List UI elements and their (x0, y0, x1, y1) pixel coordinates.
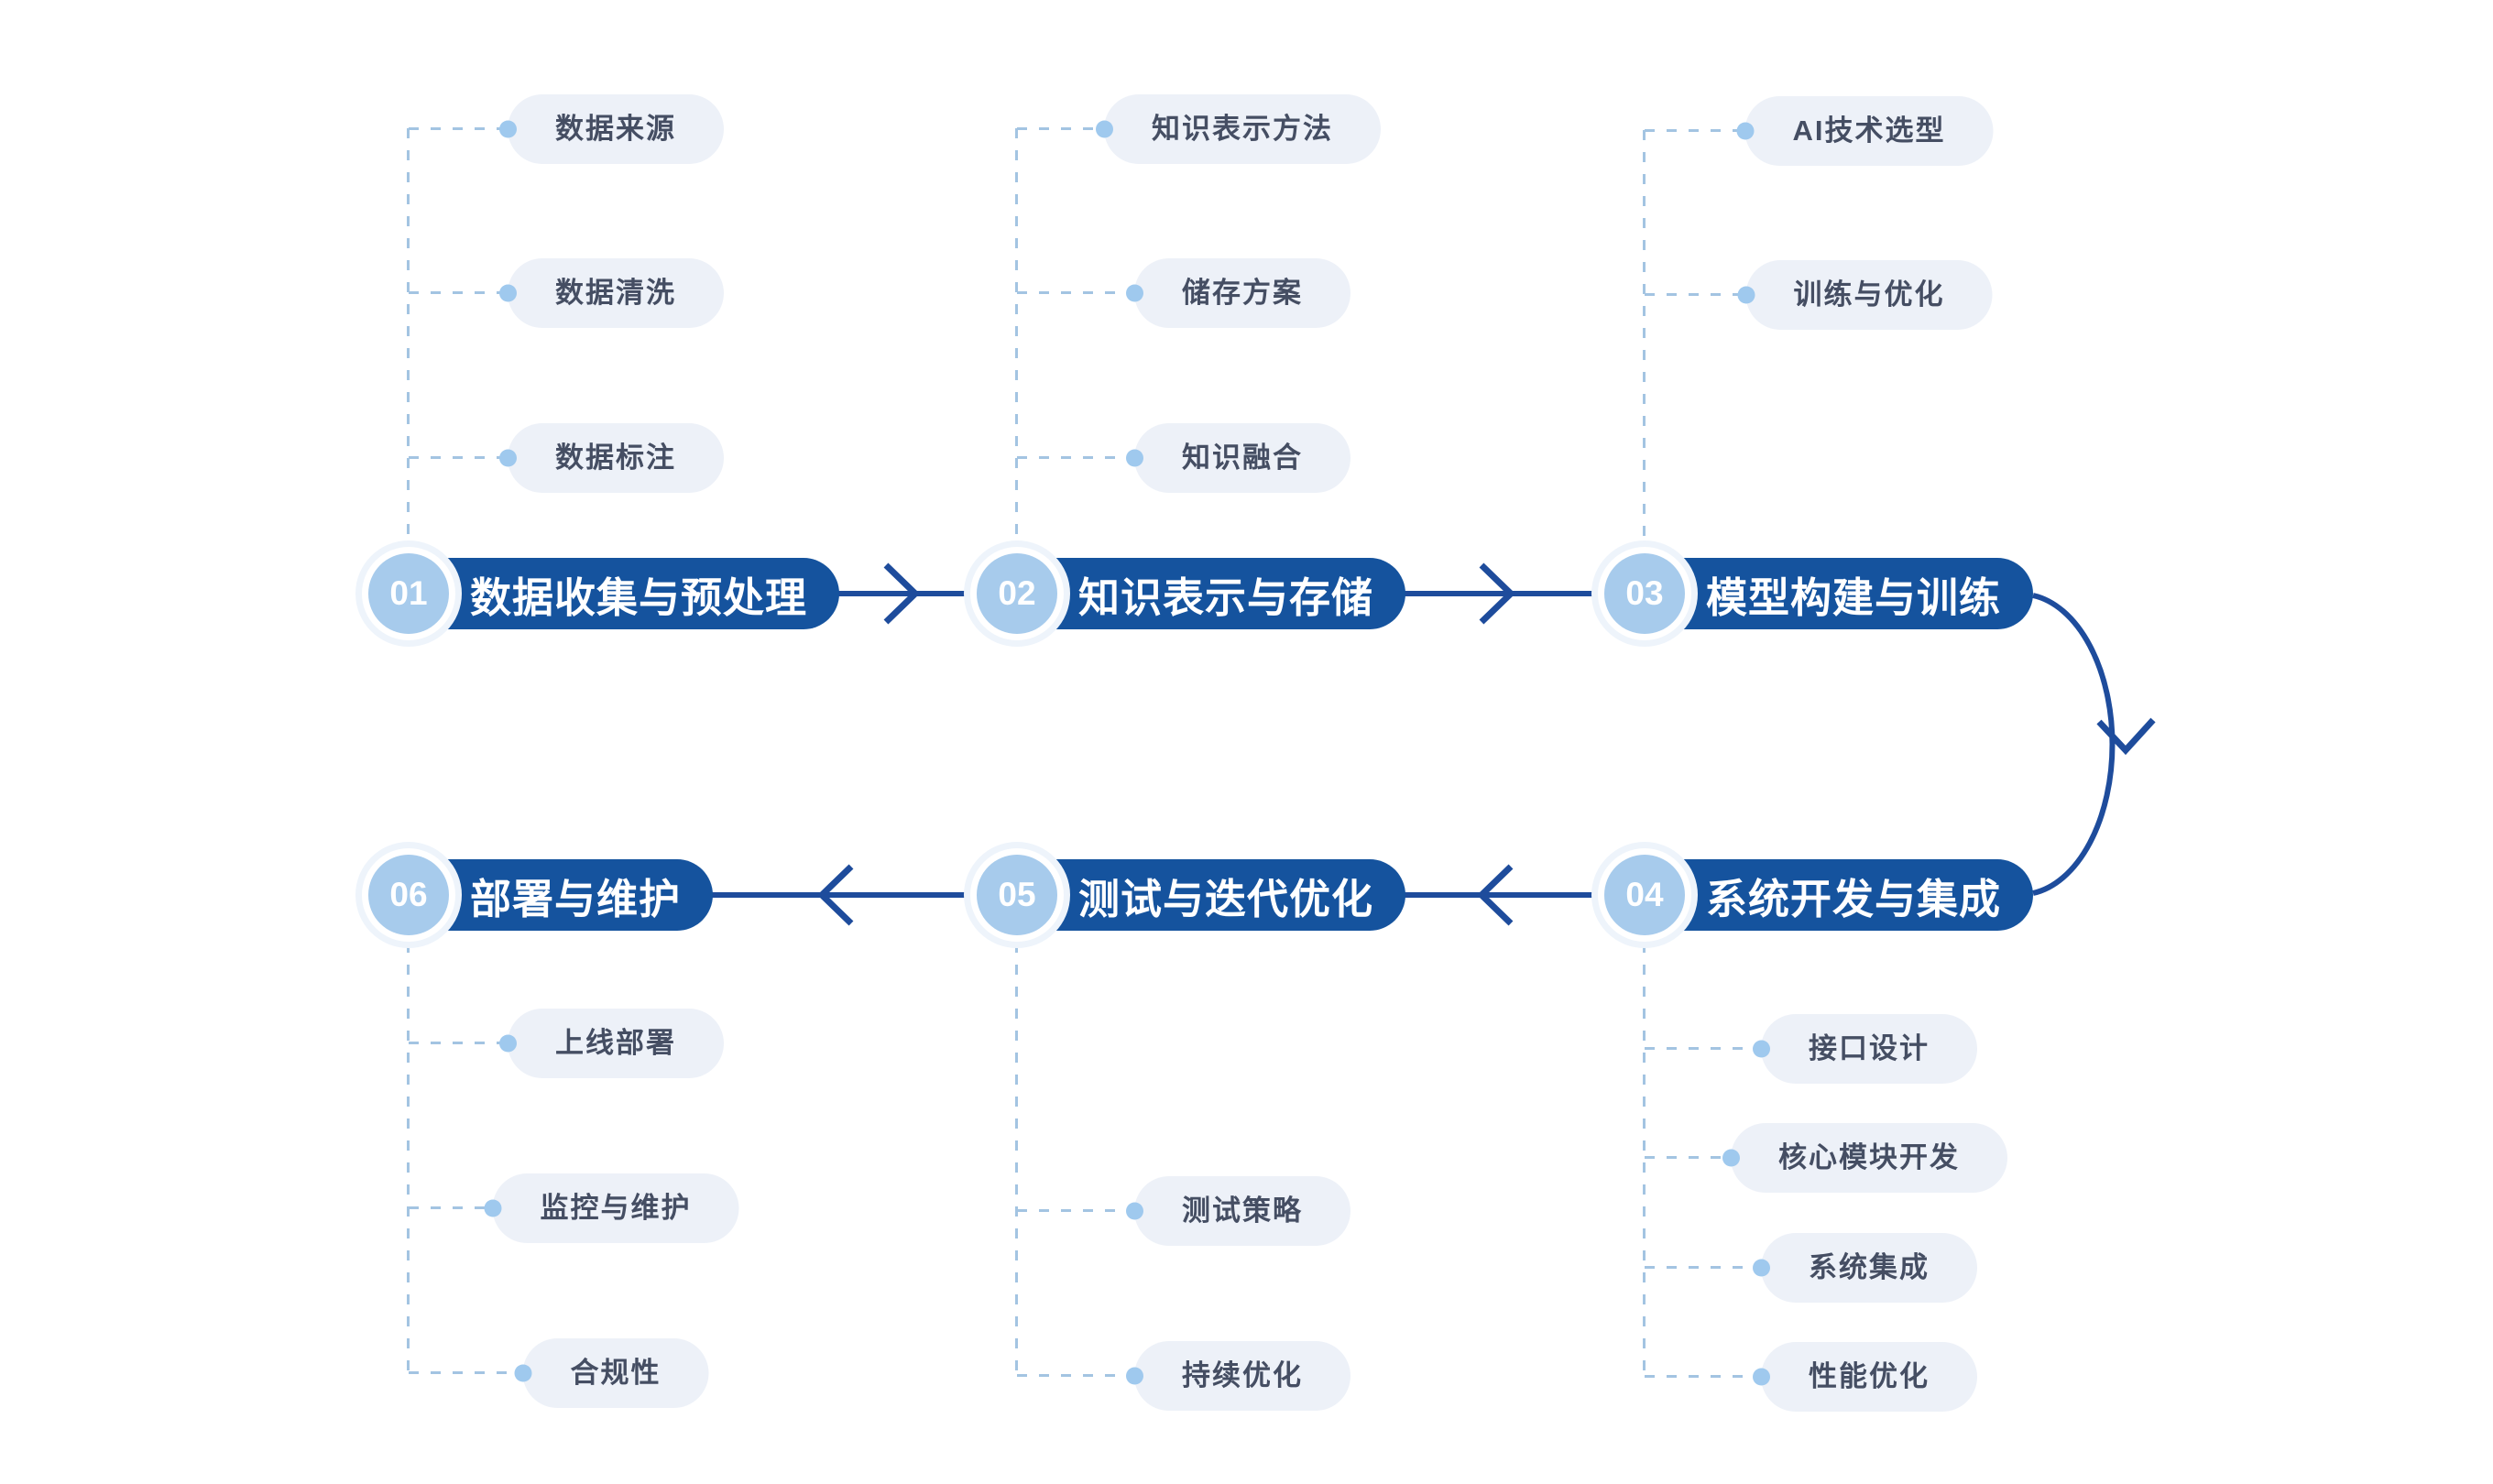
stage-node-system-development-integration: 系统开发与集成 (1608, 859, 2033, 931)
arrow-03-to-04-head (2096, 717, 2156, 756)
sub-item-system-integration: 系统集成 (1761, 1233, 1977, 1303)
sub-item-data-cleaning: 数据清洗 (508, 258, 724, 328)
trunk-stage-03 (1643, 130, 1646, 547)
stage-badge-06: 06 (368, 855, 449, 935)
sub-item-continuous-optimization: 持续优化 (1134, 1341, 1350, 1411)
sub-item-interface-design: 接口设计 (1761, 1014, 1977, 1084)
arrow-01-to-02-head (883, 562, 921, 625)
stage-node-knowledge-representation-storage: 知识表示与存储 (980, 558, 1405, 629)
stage-badge-03: 03 (1604, 553, 1685, 634)
stage-badge-04: 04 (1604, 855, 1685, 935)
sub-item-data-annotation: 数据标注 (508, 423, 724, 493)
sub-item-launch-deployment: 上线部署 (508, 1009, 724, 1078)
stage-badge-05: 05 (977, 855, 1057, 935)
sub-item-training-optimization: 训练与优化 (1745, 260, 1993, 330)
branch-compliance (409, 1371, 616, 1374)
sub-item-knowledge-fusion: 知识融合 (1134, 423, 1350, 493)
arrow-03-to-04-curve (2032, 593, 2116, 896)
stage-node-data-collection-preprocessing: 数据收集与预处理 (372, 558, 839, 629)
stage-badge-01: 01 (368, 553, 449, 634)
sub-item-performance-optimization: 性能优化 (1761, 1342, 1977, 1412)
sub-item-compliance: 合规性 (522, 1338, 709, 1408)
trunk-stage-02 (1015, 128, 1018, 547)
arrow-02-to-03-head (1479, 562, 1516, 625)
trunk-stage-04 (1643, 943, 1646, 1378)
sub-item-core-module-development: 核心模块开发 (1731, 1123, 2007, 1193)
arrow-05-to-06-head (816, 864, 854, 926)
trunk-stage-01 (407, 128, 410, 547)
sub-item-knowledge-representation-method: 知识表示方法 (1104, 94, 1381, 164)
sub-item-monitoring-maintenance: 监控与维护 (492, 1173, 739, 1243)
trunk-stage-06 (407, 943, 410, 1374)
sub-item-ai-tech-selection: AI技术选型 (1744, 96, 1994, 166)
trunk-stage-05 (1015, 943, 1018, 1377)
sub-item-storage-plan: 储存方案 (1134, 258, 1350, 328)
sub-item-data-source: 数据来源 (508, 94, 724, 164)
sub-item-testing-strategy: 测试策略 (1134, 1176, 1350, 1246)
arrow-04-to-05-head (1476, 864, 1514, 926)
stage-badge-02: 02 (977, 553, 1057, 634)
